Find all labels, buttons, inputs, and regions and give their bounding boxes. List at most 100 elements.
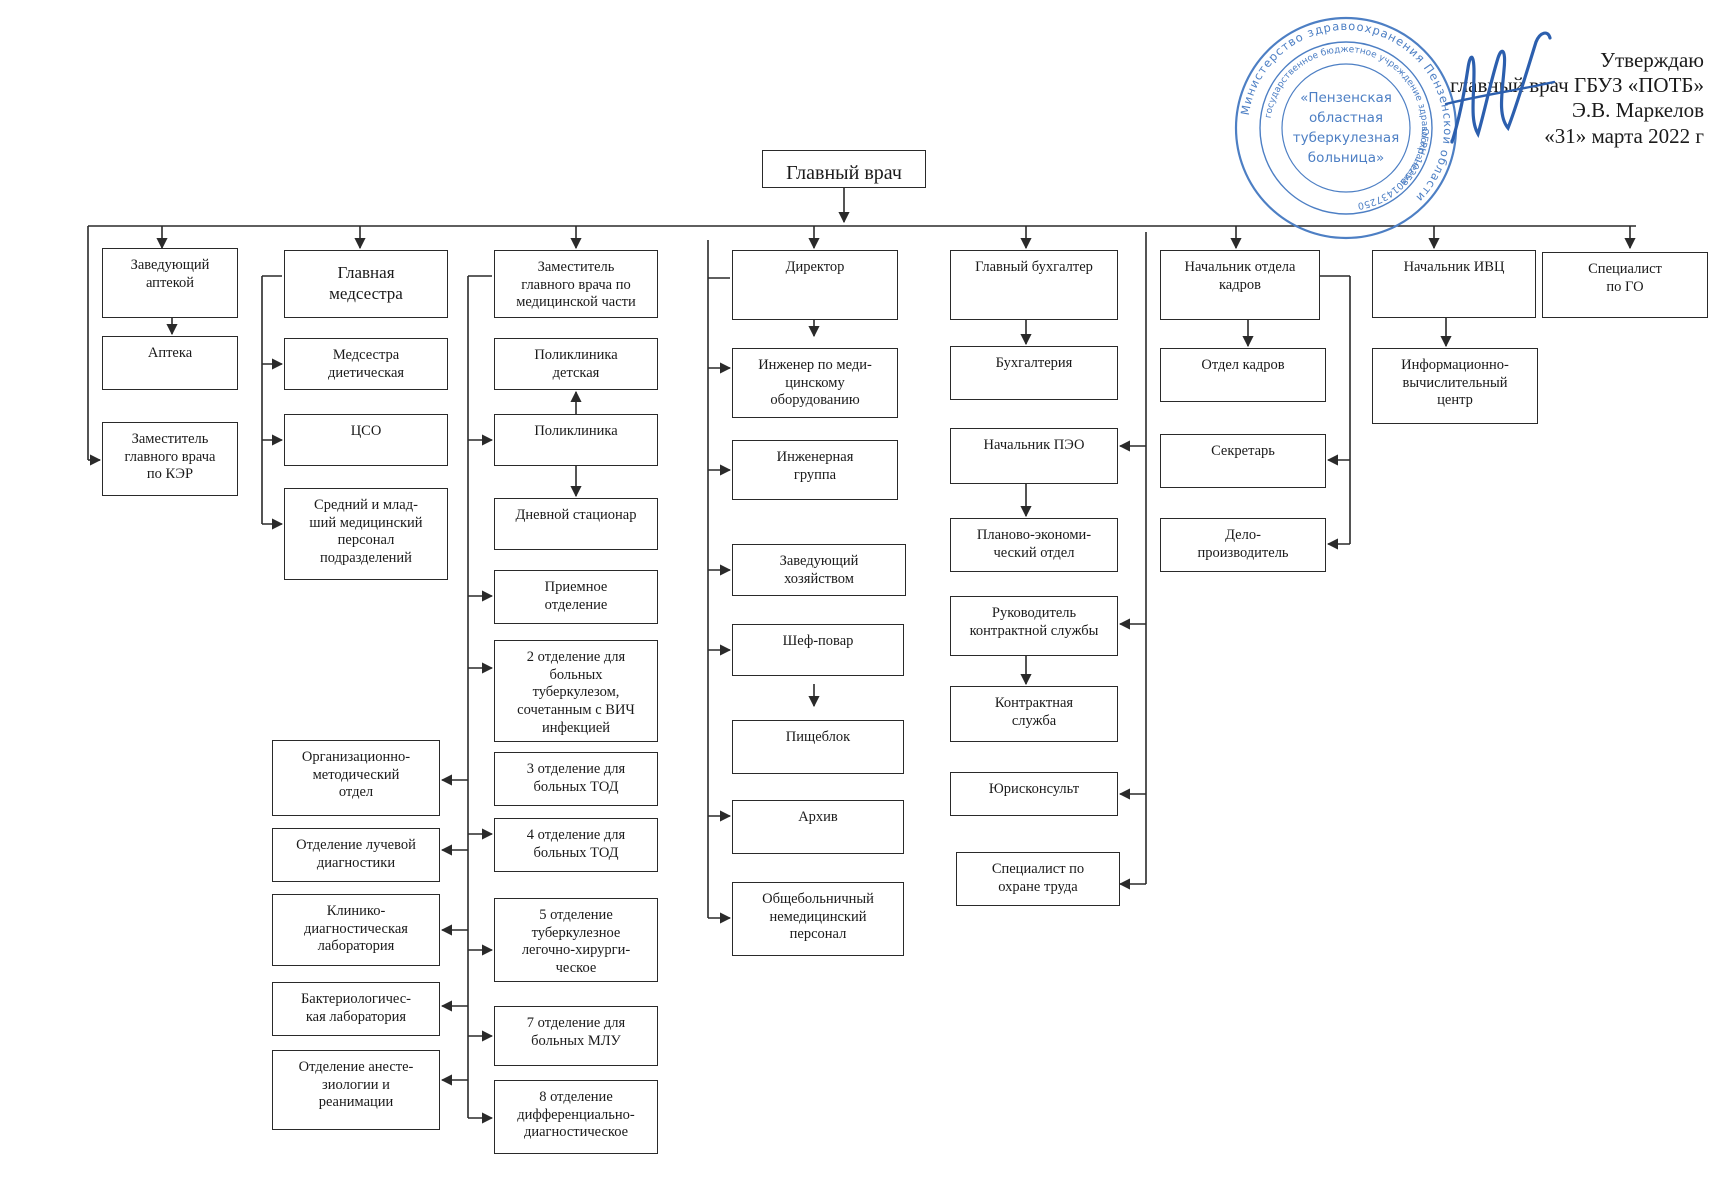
- department-8-box: 8 отделение дифференциально- диагностиче…: [494, 1080, 658, 1154]
- accounting-box: Бухгалтерия: [950, 346, 1118, 400]
- stamp-center-4: больница»: [1308, 150, 1385, 166]
- department-7-label: 7 отделение для больных МЛУ: [526, 1015, 626, 1049]
- planning-department-box: Планово-экономи- ческий отдел: [950, 518, 1118, 572]
- hr-head-box: Начальник отдела кадров: [1160, 250, 1320, 320]
- medical-equipment-engineer-label: Инженер по меди- цинскому оборудованию: [758, 357, 872, 409]
- computing-center-label: Информационно- вычислительный центр: [1401, 357, 1509, 409]
- deputy-medical-box: Заместитель главного врача по медицинско…: [494, 250, 658, 318]
- radiology-department-box: Отделение лучевой диагностики: [272, 828, 440, 882]
- legal-adviser-label: Юрисконсульт: [988, 781, 1080, 797]
- cso-label: ЦСО: [350, 423, 382, 439]
- civil-defense-label: Специалист по ГО: [1588, 261, 1662, 295]
- contract-service-head-label: Руководитель контрактной службы: [969, 605, 1099, 639]
- chief-accountant-label: Главный бухгалтер: [975, 259, 1093, 275]
- department-4-label: 4 отделение для больных ТОД: [526, 827, 626, 861]
- planning-department-label: Планово-экономи- ческий отдел: [976, 527, 1092, 561]
- diet-nurse-label: Медсестра диетическая: [327, 347, 405, 381]
- civil-defense-box: Специалист по ГО: [1542, 252, 1708, 318]
- clinical-laboratory-box: Клинико- диагностическая лаборатория: [272, 894, 440, 966]
- department-4-box: 4 отделение для больных ТОД: [494, 818, 658, 872]
- anesthesiology-department-label: Отделение анесте- зиологии и реанимации: [298, 1059, 414, 1111]
- household-manager-label: Заведующий хозяйством: [779, 553, 859, 587]
- children-polyclinic-label: Поликлиника детская: [534, 347, 618, 381]
- approval-line-3: Э.В. Маркелов: [1571, 98, 1704, 123]
- approval-line-4: «31» марта 2022 г: [1544, 123, 1704, 148]
- methodical-department-box: Организационно- методический отдел: [272, 740, 440, 816]
- official-stamp: Министерство здравоохранения Пензенской …: [1234, 16, 1458, 240]
- bacteriological-laboratory-label: Бактериологичес- кая лаборатория: [300, 991, 411, 1025]
- peo-head-box: Начальник ПЭО: [950, 428, 1118, 484]
- catering-unit-box: Пищеблок: [732, 720, 904, 774]
- deputy-ker-label: Заместитель главного врача по КЭР: [124, 431, 216, 483]
- department-5-box: 5 отделение туберкулезное легочно-хирург…: [494, 898, 658, 982]
- nursing-staff-label: Средний и млад- ший медицинский персонал…: [309, 497, 423, 567]
- admission-department-label: Приемное отделение: [544, 579, 608, 613]
- director-box: Директор: [732, 250, 898, 320]
- chief-doctor-label: Главный врач: [786, 162, 902, 184]
- stamp-center-2: областная: [1309, 110, 1383, 126]
- hr-department-label: Отдел кадров: [1201, 357, 1285, 373]
- approval-line-1: Утверждаю: [1600, 48, 1704, 72]
- household-manager-box: Заведующий хозяйством: [732, 544, 906, 596]
- pharmacy-label: Аптека: [147, 345, 193, 361]
- chief-doctor-box: Главный врач: [762, 150, 926, 188]
- contract-service-head-box: Руководитель контрактной службы: [950, 596, 1118, 656]
- polyclinic-label: Поликлиника: [534, 423, 618, 439]
- stamp-center-1: «Пензенская: [1300, 90, 1392, 106]
- medical-equipment-engineer-box: Инженер по меди- цинскому оборудованию: [732, 348, 898, 418]
- engineering-group-label: Инженерная группа: [776, 449, 854, 483]
- cso-box: ЦСО: [284, 414, 448, 466]
- department-7-box: 7 отделение для больных МЛУ: [494, 1006, 658, 1066]
- chief-accountant-box: Главный бухгалтер: [950, 250, 1118, 320]
- methodical-department-label: Организационно- методический отдел: [301, 749, 411, 801]
- department-3-label: 3 отделение для больных ТОД: [526, 761, 626, 795]
- pharmacy-head-box: Заведующий аптекой: [102, 248, 238, 318]
- engineering-group-box: Инженерная группа: [732, 440, 898, 500]
- contract-service-box: Контрактная служба: [950, 686, 1118, 742]
- pharmacy-box: Аптека: [102, 336, 238, 390]
- radiology-department-label: Отделение лучевой диагностики: [296, 837, 416, 871]
- legal-adviser-box: Юрисконсульт: [950, 772, 1118, 816]
- labor-safety-specialist-box: Специалист по охране труда: [956, 852, 1120, 906]
- ivc-head-label: Начальник ИВЦ: [1403, 259, 1505, 275]
- department-3-box: 3 отделение для больных ТОД: [494, 752, 658, 806]
- chef-box: Шеф-повар: [732, 624, 904, 676]
- diet-nurse-box: Медсестра диетическая: [284, 338, 448, 390]
- department-8-label: 8 отделение дифференциально- диагностиче…: [517, 1089, 635, 1141]
- director-label: Директор: [785, 259, 845, 275]
- non-medical-staff-box: Общебольничный немедицинский персонал: [732, 882, 904, 956]
- peo-head-label: Начальник ПЭО: [983, 437, 1085, 453]
- archive-label: Архив: [798, 809, 838, 825]
- pharmacy-head-label: Заведующий аптекой: [130, 257, 210, 291]
- nursing-staff-box: Средний и млад- ший медицинский персонал…: [284, 488, 448, 580]
- non-medical-staff-label: Общебольничный немедицинский персонал: [762, 891, 874, 943]
- day-hospital-box: Дневной стационар: [494, 498, 658, 550]
- polyclinic-box: Поликлиника: [494, 414, 658, 466]
- computing-center-box: Информационно- вычислительный центр: [1372, 348, 1538, 424]
- hr-department-box: Отдел кадров: [1160, 348, 1326, 402]
- bacteriological-laboratory-box: Бактериологичес- кая лаборатория: [272, 982, 440, 1036]
- children-polyclinic-box: Поликлиника детская: [494, 338, 658, 390]
- anesthesiology-department-box: Отделение анесте- зиологии и реанимации: [272, 1050, 440, 1130]
- admission-department-box: Приемное отделение: [494, 570, 658, 624]
- stamp-center-3: туберкулезная: [1293, 130, 1400, 146]
- chef-label: Шеф-повар: [782, 633, 854, 649]
- ivc-head-box: Начальник ИВЦ: [1372, 250, 1536, 318]
- archive-box: Архив: [732, 800, 904, 854]
- hr-head-label: Начальник отдела кадров: [1184, 259, 1296, 293]
- catering-unit-label: Пищеблок: [785, 729, 851, 745]
- secretary-label: Секретарь: [1211, 443, 1275, 459]
- contract-service-label: Контрактная служба: [994, 695, 1074, 729]
- department-2-label: 2 отделение для больных туберкулезом, со…: [517, 649, 635, 736]
- head-nurse-label: Главная медсестра: [329, 263, 403, 303]
- labor-safety-specialist-label: Специалист по охране труда: [991, 861, 1085, 895]
- clerk-label: Дело- производитель: [1197, 527, 1289, 561]
- accounting-label: Бухгалтерия: [995, 355, 1073, 371]
- clinical-laboratory-label: Клинико- диагностическая лаборатория: [304, 903, 408, 955]
- department-2-box: 2 отделение для больных туберкулезом, со…: [494, 640, 658, 742]
- clerk-box: Дело- производитель: [1160, 518, 1326, 572]
- signature: [1444, 31, 1556, 144]
- deputy-ker-box: Заместитель главного врача по КЭР: [102, 422, 238, 496]
